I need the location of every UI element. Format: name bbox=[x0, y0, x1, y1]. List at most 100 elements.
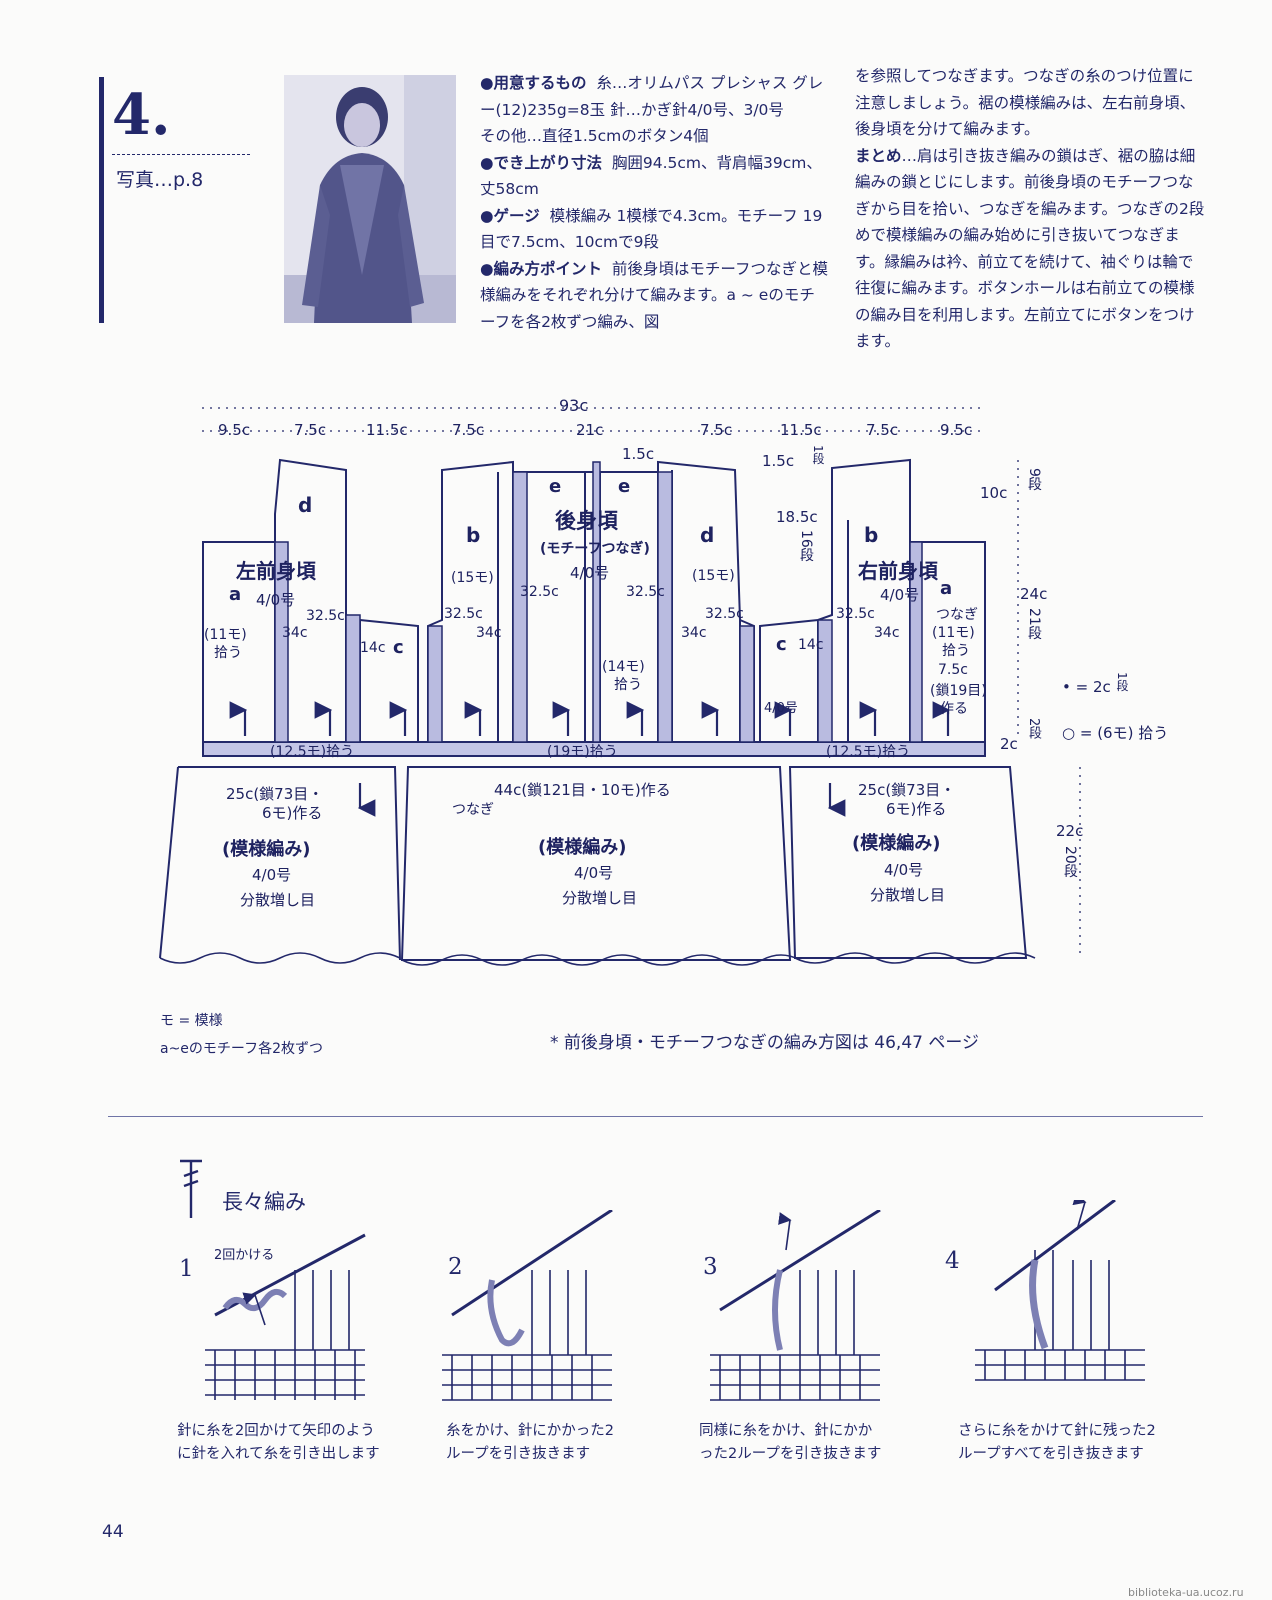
col2-paragraph: を参照してつなぎます。つなぎの糸のつけ位置に注意しましょう。裾の模様編みは、左右… bbox=[855, 67, 1196, 138]
dim-band: 2c bbox=[1000, 735, 1018, 753]
motif-a-left: a bbox=[229, 584, 242, 605]
finish-text: …肩は引き抜き編みの鎖はぎ、裾の脇は細編みの鎖とじにします。前後身頃のモチーフつ… bbox=[855, 146, 1205, 351]
left-d14: 14c bbox=[360, 640, 386, 656]
step-2-caption-2: ループを引き抜きます bbox=[446, 1446, 591, 1462]
dim-body: 24c bbox=[1020, 585, 1048, 603]
photo-reference: 写真…p.8 bbox=[116, 169, 204, 191]
treble-crochet-symbol-icon bbox=[180, 1159, 202, 1218]
pattern-number: 4. bbox=[112, 82, 171, 148]
right-tsukuru: 作る bbox=[940, 701, 968, 717]
model-photo bbox=[284, 75, 456, 323]
back-title: 後身頃 bbox=[555, 509, 618, 533]
motif-d-back: d bbox=[700, 523, 715, 547]
site-watermark: biblioteka-ua.ucoz.ru bbox=[1128, 1586, 1244, 1599]
left-pick-11: (11モ) bbox=[204, 627, 247, 643]
gauge-label: ●ゲージ bbox=[480, 206, 540, 225]
step-3-caption-2: った2ループを引き抜きます bbox=[699, 1446, 882, 1462]
back-pick-14-b: 拾う bbox=[614, 677, 642, 693]
band-center-label: (19モ)拾う bbox=[547, 744, 618, 760]
step-3-number: 3 bbox=[703, 1254, 718, 1280]
dim-w5: 21c bbox=[576, 421, 604, 439]
stitch-title: 長々編み bbox=[222, 1190, 306, 1214]
finish-label: まとめ bbox=[855, 146, 902, 165]
header-divider bbox=[112, 154, 250, 155]
right-front-title: 右前身頃 bbox=[858, 559, 938, 583]
hem-center-needle: 4/0号 bbox=[574, 864, 614, 882]
hem-left-dim2: 6モ)作る bbox=[262, 804, 323, 822]
hem-right-note: 分散増し目 bbox=[870, 886, 946, 904]
back-d325-d: 32.5c bbox=[705, 606, 744, 622]
step-3-illustration bbox=[710, 1210, 881, 1401]
step-1-number: 1 bbox=[179, 1256, 194, 1282]
back-d325-b: 32.5c bbox=[444, 606, 483, 622]
hem-height: 22c bbox=[1056, 822, 1084, 840]
right-tsunagi: つなぎ bbox=[936, 607, 978, 623]
key-dot: • = 2c bbox=[1062, 678, 1111, 696]
step-1-caption-2: に針を入れて糸を引き出します bbox=[177, 1446, 380, 1462]
step-1-caption-1: 針に糸を2回かけて矢印のよう bbox=[177, 1423, 375, 1439]
back-d34-a: 34c bbox=[476, 625, 502, 641]
dim-armhole: 18.5c bbox=[776, 508, 818, 526]
header-rule bbox=[99, 77, 104, 323]
back-pick-15-right: (15モ) bbox=[692, 568, 735, 584]
motif-a-right: a bbox=[940, 578, 953, 599]
back-subtitle: (モチーフつなぎ) bbox=[540, 541, 650, 557]
key-circle: ○ = (6モ) 拾う bbox=[1062, 724, 1169, 742]
chart-reference-note: * 前後身頃・モチーフつなぎの編み方図は 46,47 ページ bbox=[550, 1033, 980, 1053]
size-label: ●でき上がり寸法 bbox=[480, 153, 603, 172]
gauge-text: 模様編み 1模様で4.3cm。モチーフ 19目で7.5cm、10cmで9段 bbox=[480, 206, 823, 252]
band-right-label: (12.5モ)拾う bbox=[826, 744, 911, 760]
left-pick: 拾う bbox=[214, 645, 242, 661]
hem-center-join: つなぎ bbox=[452, 802, 494, 818]
back-d325-c: 32.5c bbox=[626, 584, 665, 600]
motif-b-right: b bbox=[864, 523, 879, 547]
dim-right-top: 1.5c bbox=[762, 452, 795, 470]
back-needle: 4/0号 bbox=[570, 564, 610, 582]
step-3-caption-1: 同様に糸をかけ、針にかか bbox=[699, 1423, 873, 1439]
dim-armhole-rows: 16段 bbox=[798, 530, 814, 562]
right-pick: 拾う bbox=[942, 643, 970, 659]
right-front-needle: 4/0号 bbox=[880, 586, 920, 604]
motif-c-back: c bbox=[776, 634, 787, 655]
step-4-illustration bbox=[975, 1200, 1145, 1381]
dim-band-rows: 2段 bbox=[1026, 718, 1041, 740]
back-pick-15-left: (15モ) bbox=[451, 570, 494, 586]
dim-w9: 9.5c bbox=[940, 421, 973, 439]
motif-b-back: b bbox=[466, 523, 481, 547]
dim-center-gap: 1.5c bbox=[622, 445, 655, 463]
step-1-label: 2回かける bbox=[214, 1248, 275, 1263]
key-dot-rows: 1段 bbox=[1115, 672, 1129, 692]
right-d75: 7.5c bbox=[938, 662, 968, 678]
hem-center-dim: 44c(鎖121目・10モ)作る bbox=[494, 781, 671, 799]
dim-w6: 7.5c bbox=[700, 421, 733, 439]
instructions-column-2: を参照してつなぎます。つなぎの糸のつけ位置に注意しましょう。裾の模様編みは、左右… bbox=[855, 63, 1207, 355]
motif-d-left: d bbox=[298, 493, 313, 517]
hem-right-dim2: 6モ)作る bbox=[886, 800, 947, 818]
dim-w7: 11.5c bbox=[780, 421, 822, 439]
hem-center-note: 分散増し目 bbox=[562, 889, 638, 907]
back-d325-a: 32.5c bbox=[520, 584, 559, 600]
motif-e2: e bbox=[618, 476, 631, 497]
size-text: 胸囲94.5cm、背肩幅39cm、丈58cm bbox=[480, 153, 822, 199]
hem-left-dim1: 25c(鎖73目・ bbox=[226, 785, 324, 803]
motif-c-left: c bbox=[393, 637, 404, 658]
dim-total-width: 93c bbox=[559, 396, 589, 415]
left-front-title: 左前身頃 bbox=[236, 559, 316, 583]
step-4-number: 4 bbox=[945, 1248, 960, 1274]
dim-w2: 7.5c bbox=[294, 421, 327, 439]
step-4-caption-1: さらに糸をかけて針に残った2 bbox=[958, 1423, 1156, 1439]
instructions-column-1: ●用意するもの 糸…オリムパス プレシャス グレー(12)235g=8玉 針…か… bbox=[480, 70, 830, 335]
step-4-caption-2: ループすべてを引き抜きます bbox=[958, 1446, 1144, 1462]
points-text: 前後身頃はモチーフつなぎと模様編みをそれぞれ分けて編みます。a ~ eのモチーフ… bbox=[480, 259, 828, 331]
garment-diagram bbox=[159, 407, 1081, 966]
hem-center-title: (模様編み) bbox=[538, 837, 627, 858]
band-left-label: (12.5モ)拾う bbox=[270, 744, 355, 760]
dim-body-rows: 21段 bbox=[1026, 608, 1042, 640]
dim-w8: 7.5c bbox=[866, 421, 899, 439]
section-divider bbox=[108, 1116, 1203, 1117]
materials-label: ●用意するもの bbox=[480, 74, 587, 92]
page-number: 44 bbox=[102, 1522, 124, 1542]
legend-motifs: a~eのモチーフ各2枚ずつ bbox=[160, 1041, 323, 1057]
right-d34: 34c bbox=[874, 625, 900, 641]
right-d325: 32.5c bbox=[836, 606, 875, 622]
